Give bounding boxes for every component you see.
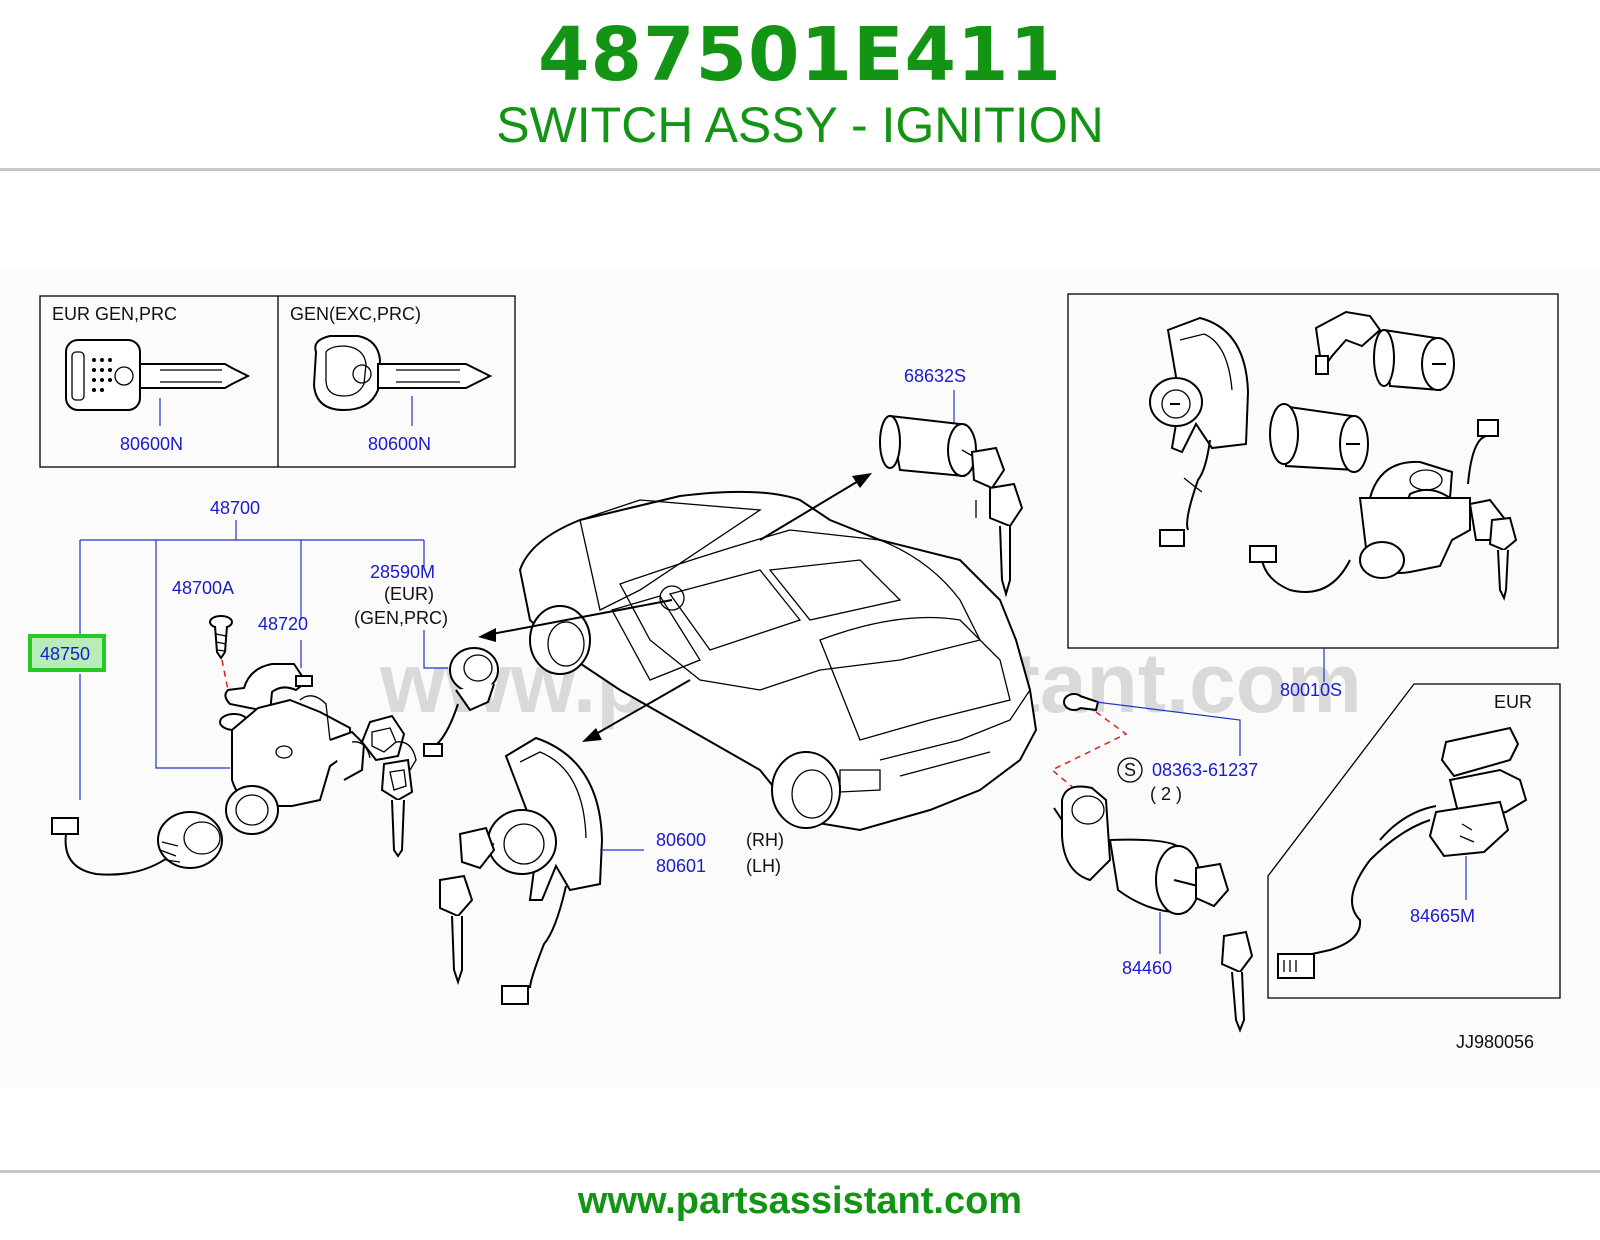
label-84665M: 84665M <box>1410 906 1475 926</box>
steering-lock-set-icon <box>1249 419 1518 601</box>
label-08363-61237: 08363-61237 <box>1152 760 1258 780</box>
footer-divider <box>0 1170 1600 1173</box>
label-84460: 84460 <box>1122 958 1172 978</box>
key-panel-left-heading: EUR GEN,PRC <box>52 304 177 324</box>
highlight-48750 <box>28 634 106 672</box>
header: 487501E411 SWITCH ASSY - IGNITION <box>0 0 1600 170</box>
label-lh: (LH) <box>746 856 781 876</box>
glovebox-cylinder-icon <box>1269 403 1369 473</box>
header-divider <box>0 168 1600 171</box>
door-cylinder-icon <box>1314 310 1455 392</box>
label-80600: 80600 <box>656 830 706 850</box>
coil-ring-icon <box>423 647 499 757</box>
car-outline-icon <box>518 490 1038 832</box>
trunk-lock-cylinder-icon <box>879 414 1024 598</box>
label-28590M: 28590M <box>370 562 435 582</box>
service-symbol <box>1117 757 1143 783</box>
bolt-icon <box>1063 693 1100 712</box>
ignition-assembly-group: 48700 48700A 48720 48750 <box>28 498 425 876</box>
footer-url[interactable]: www.partsassistant.com <box>577 1180 1023 1222</box>
diagram-code: JJ980056 <box>1456 1032 1534 1052</box>
standard-key-icon <box>312 335 493 426</box>
label-80010S: 80010S <box>1280 680 1342 700</box>
transponder-antenna-icon <box>51 811 223 876</box>
immobiliser-coil-group: 28590M (EUR) (GEN,PRC) <box>354 562 499 757</box>
car-arrows <box>478 473 872 742</box>
label-s: S <box>1124 760 1136 780</box>
door-lock-cylinder-icon <box>439 736 604 1005</box>
lock-set-frame <box>1067 293 1559 649</box>
trunk-cylinder-group: 68632S <box>879 366 1024 598</box>
label-80601: 80601 <box>656 856 706 876</box>
label-rh: (RH) <box>746 830 784 850</box>
label-eur: (EUR) <box>384 584 434 604</box>
lock-set-panel <box>1067 293 1559 682</box>
label-qty: ( 2 ) <box>1150 784 1182 804</box>
harness-switch-icon <box>1277 726 1528 979</box>
part-title: SWITCH ASSY - IGNITION <box>496 97 1104 153</box>
part-number: 487501E411 <box>538 12 1062 98</box>
label-gen-prc: (GEN,PRC) <box>354 608 448 628</box>
trunk-lock-icon <box>1053 785 1254 1033</box>
door-lock-group: 80600 (RH) 80601 (LH) <box>439 736 784 1005</box>
label-48750: 48750 <box>40 644 90 664</box>
key-panel: EUR GEN,PRC GEN(EXC,PRC) 80600N <box>39 295 516 468</box>
ignition-module-icon <box>1149 316 1250 547</box>
eur-panel-frame <box>1267 683 1561 999</box>
label-68632S: 68632S <box>904 366 966 386</box>
label-eur-box: EUR <box>1494 692 1532 712</box>
steering-lock-body-icon <box>219 663 417 858</box>
label-80600N-right: 80600N <box>368 434 431 454</box>
transponder-key-icon <box>65 339 251 426</box>
label-48700A: 48700A <box>172 578 234 598</box>
eur-harness-panel: EUR 84665M <box>1267 683 1561 999</box>
label-80600N-left: 80600N <box>120 434 183 454</box>
label-48720: 48720 <box>258 614 308 634</box>
trunk-lock-group: S 08363-61237 ( 2 ) 84460 <box>1050 693 1258 1033</box>
key-panel-right-heading: GEN(EXC,PRC) <box>290 304 421 324</box>
label-48700: 48700 <box>210 498 260 518</box>
screw-icon <box>209 615 233 660</box>
